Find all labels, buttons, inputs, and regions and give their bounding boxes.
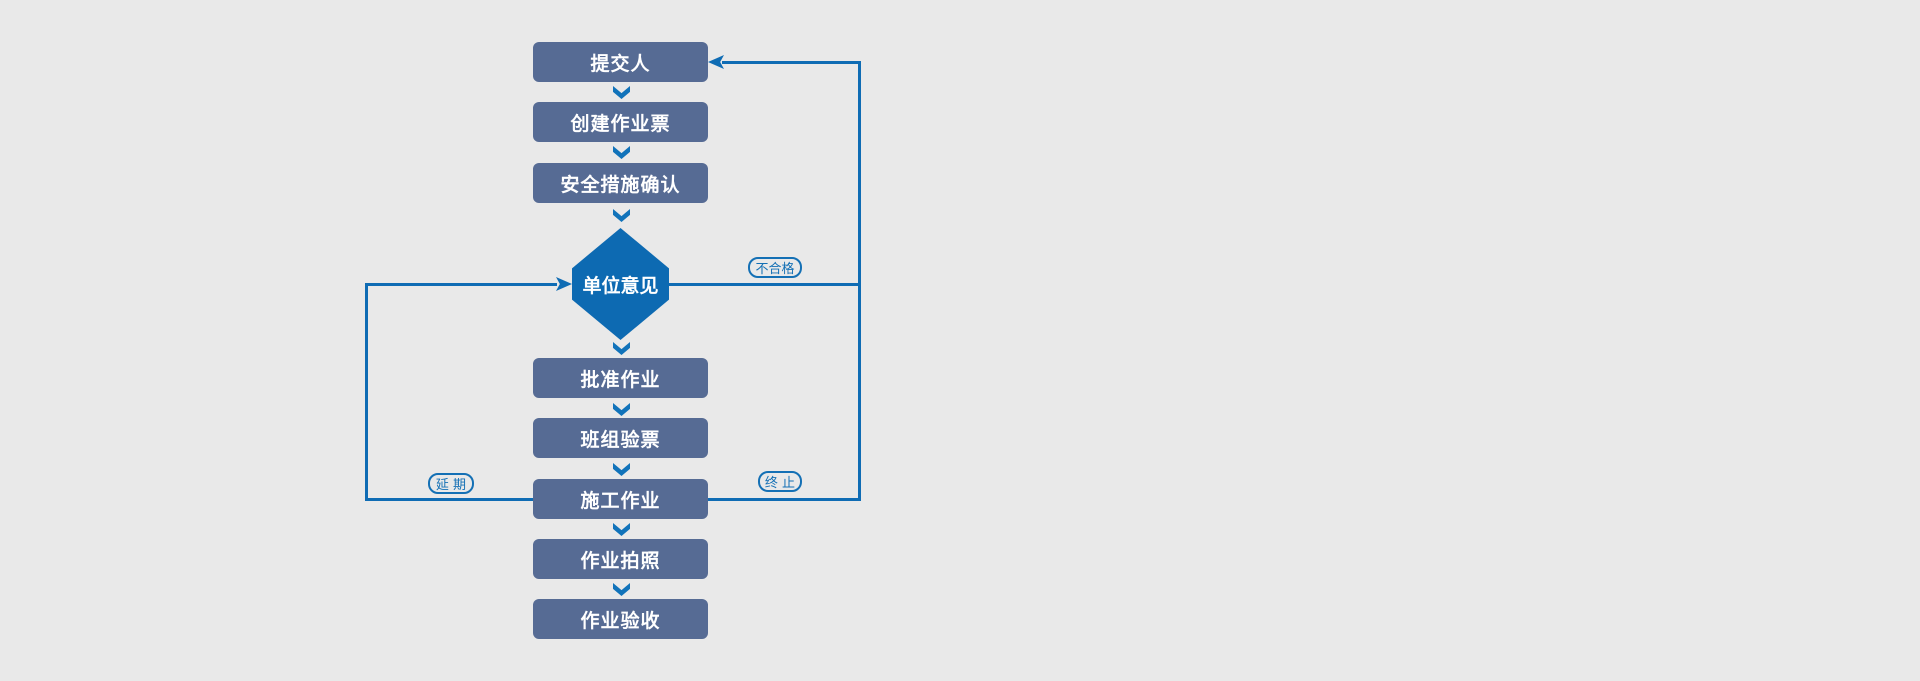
node-safety-measure-confirmation: 安全措施确认	[533, 163, 708, 203]
connector-terminate	[708, 498, 861, 501]
edge-label-postpone: 延 期	[428, 473, 474, 494]
edge-label-unqualified: 不合格	[748, 257, 802, 278]
connector-postpone-bottom	[365, 498, 535, 501]
node-create-work-ticket: 创建作业票	[533, 102, 708, 142]
arrow-down-icon	[613, 523, 630, 536]
arrow-down-icon	[613, 209, 630, 222]
connector-postpone-to-decision	[365, 283, 557, 286]
connector-right-rail	[858, 61, 861, 501]
node-submitter: 提交人	[533, 42, 708, 82]
arrow-down-icon	[613, 146, 630, 159]
arrow-down-icon	[613, 403, 630, 416]
arrow-down-icon	[613, 583, 630, 596]
node-approve-work: 批准作业	[533, 358, 708, 398]
edge-label-terminate: 终 止	[758, 471, 802, 492]
arrow-down-icon	[613, 463, 630, 476]
connector-unqualified	[668, 283, 861, 286]
node-work-acceptance: 作业验收	[533, 599, 708, 639]
arrow-right-icon	[556, 277, 572, 291]
arrow-down-icon	[613, 342, 630, 355]
node-construction-work: 施工作业	[533, 479, 708, 519]
node-work-photograph: 作业拍照	[533, 539, 708, 579]
connector-left-rail	[365, 284, 368, 501]
node-team-ticket-check: 班组验票	[533, 418, 708, 458]
arrow-down-icon	[613, 86, 630, 99]
node-unit-opinion-decision: 单位意见	[572, 228, 669, 340]
connector-return-to-submitter	[722, 61, 861, 64]
